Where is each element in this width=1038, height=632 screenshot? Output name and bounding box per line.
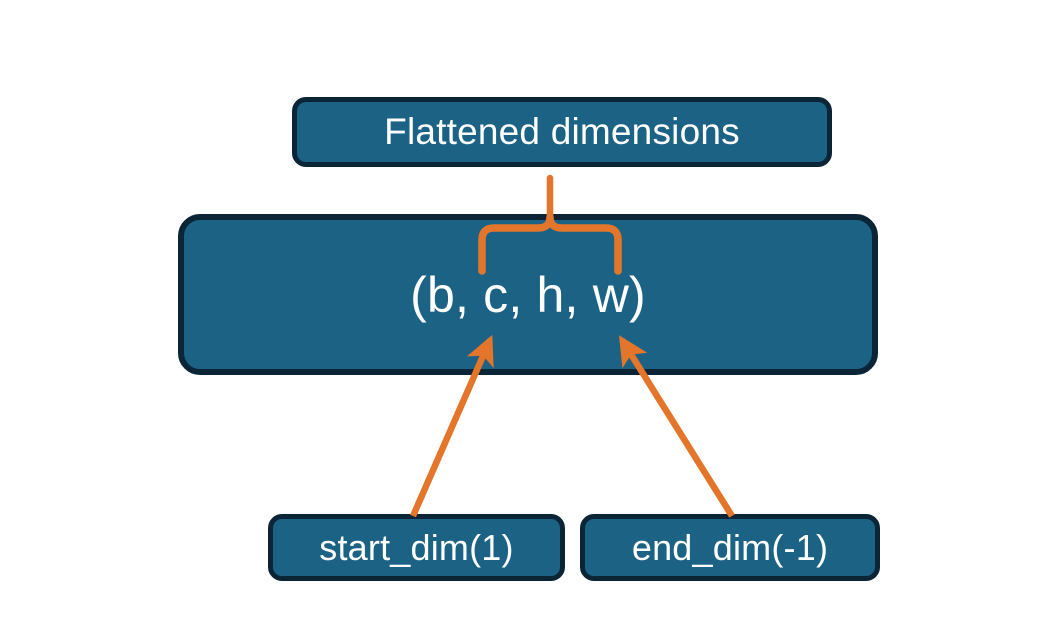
tensor-shape-node: (b, c, h, w) — [178, 214, 878, 375]
flattened-dimensions-label: Flattened dimensions — [384, 111, 740, 152]
end-dim-node: end_dim(-1) — [580, 514, 880, 581]
start-dim-label: start_dim(1) — [319, 526, 514, 568]
tensor-shape-label: (b, c, h, w) — [410, 266, 646, 323]
flattened-dimensions-node: Flattened dimensions — [292, 97, 832, 167]
start-dim-node: start_dim(1) — [268, 514, 565, 581]
end-dim-label: end_dim(-1) — [631, 526, 829, 568]
